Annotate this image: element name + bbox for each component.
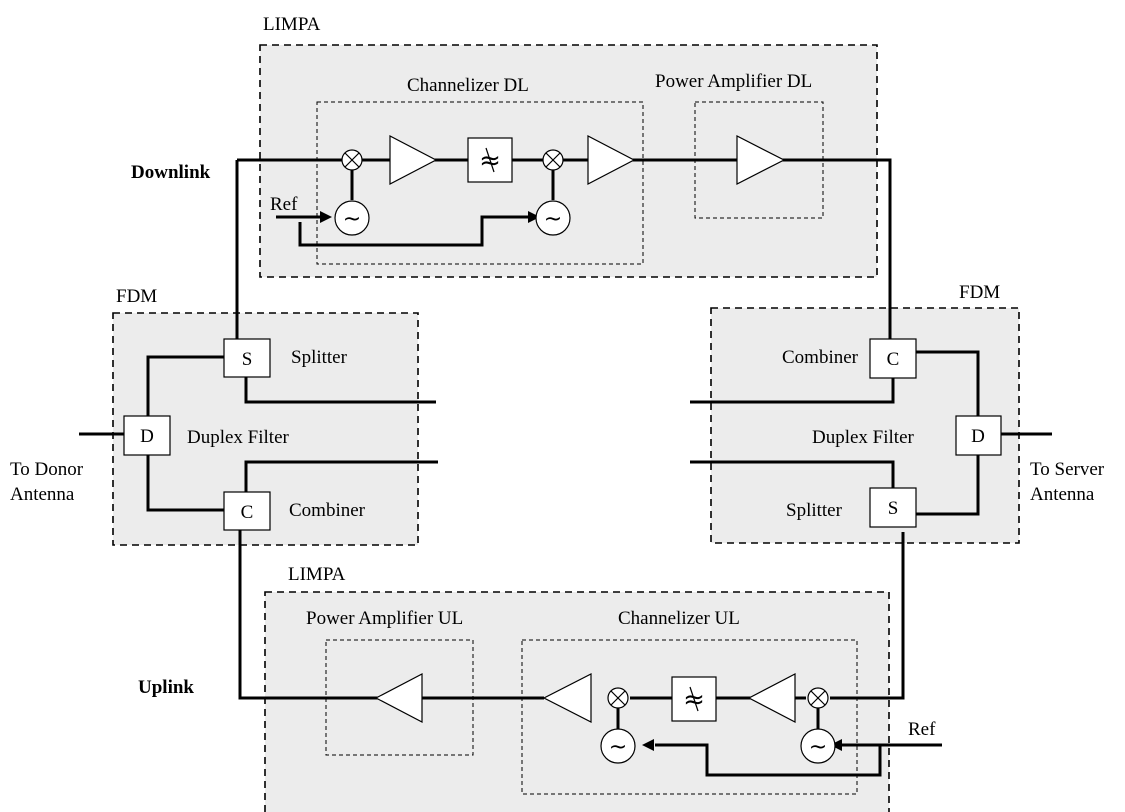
fdm-right-combiner-label: Combiner [782,347,859,368]
fdm-right-duplex-splitter-wire [916,454,980,516]
amplifier-ul-2 [542,673,592,723]
power-amplifier-ul-label: Power Amplifier UL [306,608,463,629]
fdm-left-combiner-box [223,491,271,531]
oscillator-dl-1: ~ [334,200,370,236]
mixer-ul-2 [607,687,629,709]
fdm-right-splitter-label: Splitter [786,500,843,521]
fdm-left-splitter-out-wire [244,375,436,404]
downlink-wire [237,158,892,339]
fdm-left-splitter-label: Splitter [291,347,348,368]
oscillator-ul-1: ~ [800,728,836,764]
limpa-ul-label: LIMPA [288,564,346,585]
svg-text:~: ~ [343,207,361,232]
mixer-ul-1 [807,687,829,709]
oscillator-ul-2: ~ [600,728,636,764]
fdm-right-duplex-label: Duplex Filter [812,427,915,448]
fdm-right-combiner-duplex-wire [916,350,980,416]
ref-ul-arrow-head [830,739,842,751]
fdm-left-label: FDM [116,286,157,307]
fdm-left-splitter-letter: S [242,349,253,370]
fdm-right-label: FDM [959,282,1000,303]
server-antenna-label-2: Antenna [1030,484,1095,505]
lo2-ul-arrow-head [642,739,654,751]
fdm-right-splitter-box [869,487,917,528]
fdm-right-duplex-box [955,415,1002,456]
fdm-right-splitter-out-wire [690,460,895,488]
power-amplifier-dl [736,135,786,185]
fdm-right-duplex-letter: D [971,426,985,447]
channelizer-dl-box [316,101,644,265]
amplifier-ul-1 [747,673,796,723]
ref-ul-label: Ref [908,719,936,740]
fdm-right-combiner-letter: C [887,349,900,370]
uplink-label: Uplink [138,677,194,698]
server-antenna-label-1: To Server [1030,459,1105,480]
bandpass-filter-dl: ≈ [467,137,513,183]
amplifier-dl-1 [389,135,438,185]
fdm-left-splitter-box [223,338,271,378]
fdm-left-combiner-in-wire [244,460,438,494]
uplink-to-pa-wire [238,528,544,700]
fdm-right-combiner-in-wire [690,378,895,404]
ref-ul-wire [655,743,942,777]
fdm-left-duplex-letter: D [140,426,154,447]
power-amplifier-ul [374,673,423,723]
fdm-right-combiner-box [869,338,917,379]
amplifier-dl-2 [587,135,636,185]
svg-text:~: ~ [544,207,562,232]
fdm-left-combiner-letter: C [241,502,254,523]
fdm-right-splitter-letter: S [888,498,899,519]
donor-antenna-label-1: To Donor [10,459,84,480]
channelizer-dl-label: Channelizer DL [407,75,529,96]
power-amplifier-dl-label: Power Amplifier DL [655,71,812,92]
bandpass-filter-ul: ≈ [671,676,717,722]
svg-text:~: ~ [609,735,627,760]
channelizer-ul-label: Channelizer UL [618,608,740,629]
mixer-dl-1 [341,149,363,171]
limpa-dl-label: LIMPA [263,14,321,35]
ref-dl-wire [298,215,528,247]
fdm-left-duplex-combiner-wire [146,455,224,512]
uplink-right-wire [830,532,905,700]
donor-antenna-label-2: Antenna [10,484,75,505]
oscillator-dl-2: ~ [535,200,571,236]
svg-text:~: ~ [809,735,827,760]
fdm-left-duplex-label: Duplex Filter [187,427,290,448]
ref-dl-arrow-head [320,211,332,223]
fdm-left-duplex-box [123,415,171,456]
downlink-label: Downlink [131,162,211,183]
ref-dl-label: Ref [270,194,298,215]
fdm-left-combiner-label: Combiner [289,500,366,521]
mixer-dl-2 [542,149,564,171]
lo2-dl-arrow-head [528,211,540,223]
fdm-left-splitter-duplex-wire [146,355,224,416]
